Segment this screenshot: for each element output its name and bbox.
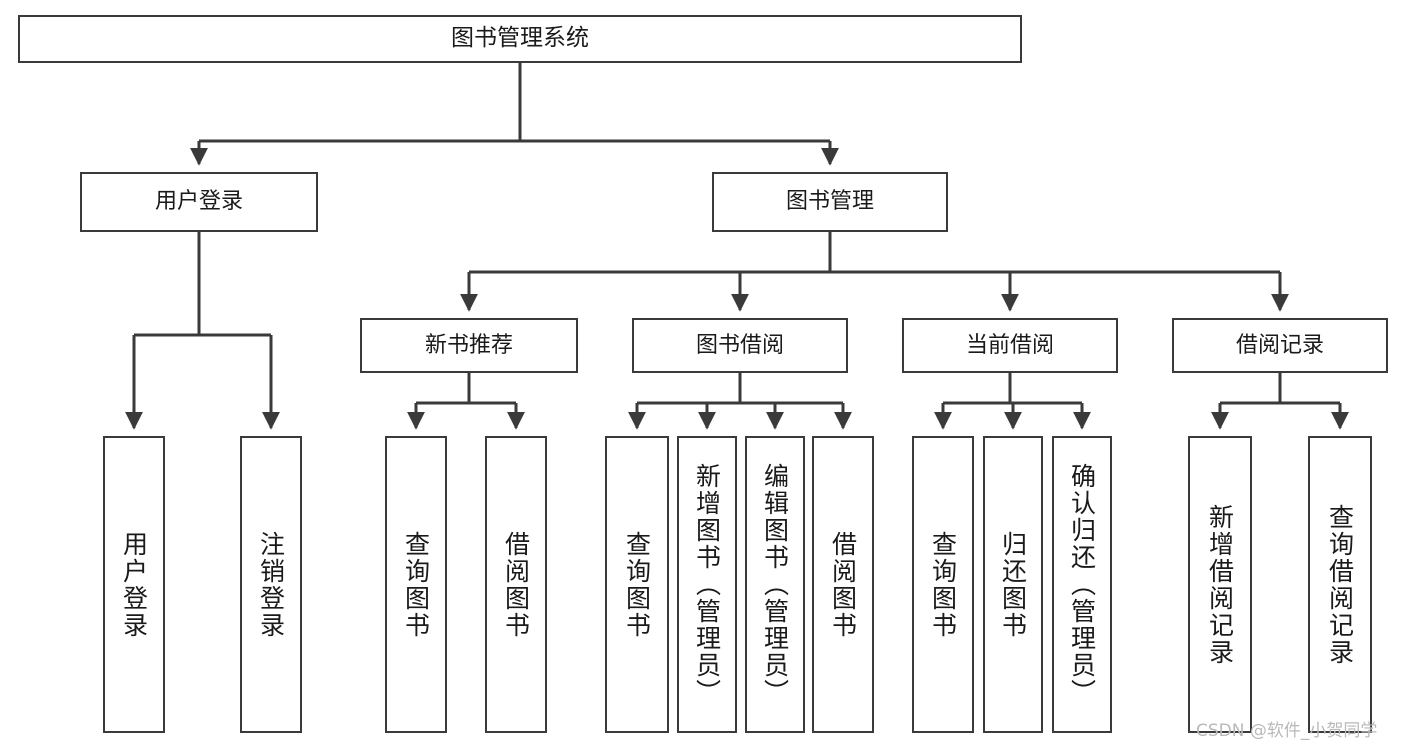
node-book-management-label: 图书管理	[785, 189, 874, 215]
watermark: CSDN @软件_小贺同学	[1196, 721, 1378, 741]
leaf-edit-book-admin-label: 编辑图书（管理员）	[760, 463, 790, 706]
leaf-confirm-return-admin-label: 确认归还（管理员）	[1067, 463, 1097, 706]
leaf-query-book-borrow-label: 查询图书	[622, 530, 652, 639]
node-new-book-recommend-label: 新书推荐	[424, 332, 513, 358]
leaf-query-borrow-record-label: 查询借阅记录	[1325, 503, 1355, 666]
node-new-book-recommend[interactable]: 新书推荐	[360, 318, 578, 373]
leaf-add-borrow-record-label: 新增借阅记录	[1205, 503, 1235, 666]
leaf-return-book[interactable]: 归还图书	[983, 436, 1043, 733]
leaf-user-login[interactable]: 用户登录	[103, 436, 165, 733]
leaf-confirm-return-admin[interactable]: 确认归还（管理员）	[1052, 436, 1112, 733]
node-user-login-label: 用户登录	[154, 189, 243, 215]
node-current-borrow[interactable]: 当前借阅	[902, 318, 1118, 373]
leaf-borrow-book-recommend-label: 借阅图书	[501, 530, 531, 639]
leaf-query-book-recommend-label: 查询图书	[401, 530, 431, 639]
leaf-query-book-current-label: 查询图书	[928, 530, 958, 639]
leaf-return-book-label: 归还图书	[998, 530, 1028, 639]
leaf-borrow-book-recommend[interactable]: 借阅图书	[485, 436, 547, 733]
leaf-logout-label: 注销登录	[256, 530, 286, 639]
leaf-add-book-admin[interactable]: 新增图书（管理员）	[677, 436, 737, 733]
leaf-query-book-borrow[interactable]: 查询图书	[605, 436, 669, 733]
node-borrow-records[interactable]: 借阅记录	[1172, 318, 1388, 373]
node-user-login[interactable]: 用户登录	[80, 172, 318, 232]
leaf-query-book-recommend[interactable]: 查询图书	[385, 436, 447, 733]
node-book-borrow[interactable]: 图书借阅	[632, 318, 848, 373]
leaf-query-book-current[interactable]: 查询图书	[912, 436, 974, 733]
node-current-borrow-label: 当前借阅	[965, 332, 1054, 358]
leaf-user-login-label: 用户登录	[119, 530, 149, 639]
leaf-add-book-admin-label: 新增图书（管理员）	[692, 463, 722, 706]
node-book-borrow-label: 图书借阅	[695, 332, 784, 358]
node-book-management[interactable]: 图书管理	[712, 172, 948, 232]
node-root[interactable]: 图书管理系统	[18, 15, 1022, 63]
leaf-borrow-book-label: 借阅图书	[828, 530, 858, 639]
leaf-logout[interactable]: 注销登录	[240, 436, 302, 733]
node-borrow-records-label: 借阅记录	[1235, 332, 1324, 358]
leaf-query-borrow-record[interactable]: 查询借阅记录	[1308, 436, 1372, 733]
leaf-borrow-book[interactable]: 借阅图书	[812, 436, 874, 733]
leaf-edit-book-admin[interactable]: 编辑图书（管理员）	[745, 436, 805, 733]
leaf-add-borrow-record[interactable]: 新增借阅记录	[1188, 436, 1252, 733]
node-root-label: 图书管理系统	[451, 25, 589, 52]
